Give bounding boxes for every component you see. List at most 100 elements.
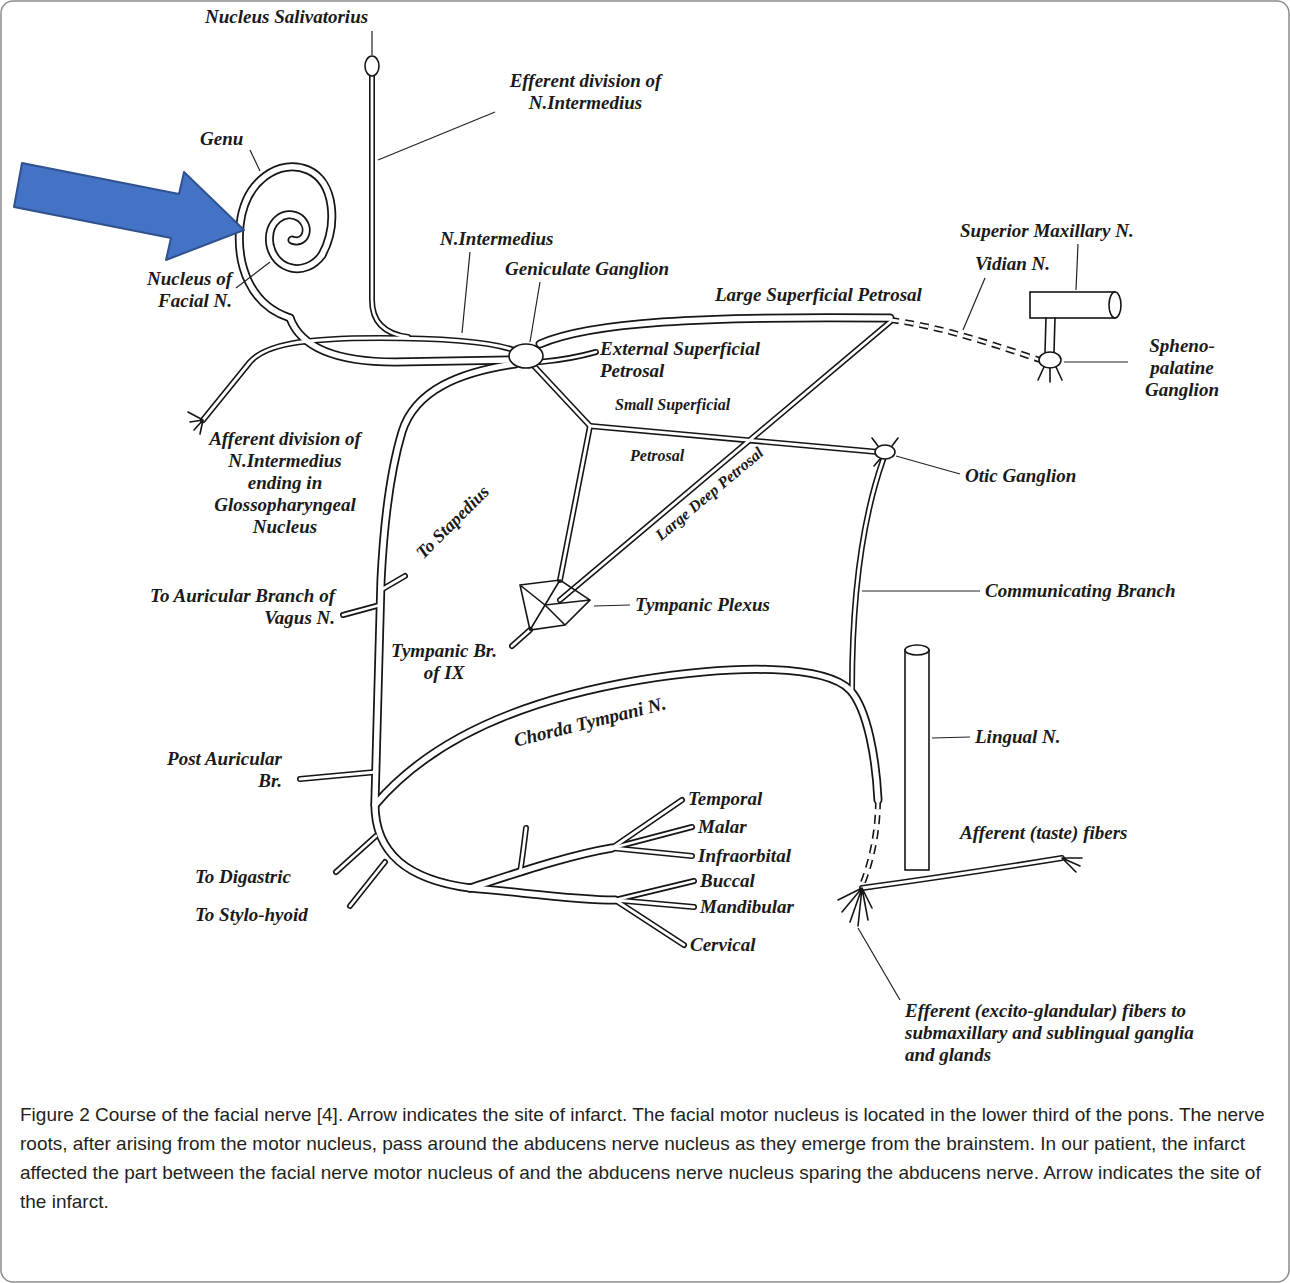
leader-line bbox=[371, 31, 372, 55]
chorda-inside bbox=[375, 669, 878, 805]
leader-line bbox=[1064, 361, 1128, 362]
nerve-inside bbox=[203, 338, 514, 420]
nerve-outline bbox=[615, 881, 694, 900]
nerve-label: Large Superficial Petrosal bbox=[715, 284, 922, 306]
nerve-label: To Stapedius bbox=[411, 481, 494, 564]
nerve-label: N.Intermedius bbox=[440, 228, 554, 250]
division-inside bbox=[470, 888, 615, 900]
nerve-outline bbox=[381, 576, 405, 590]
leader-line bbox=[530, 282, 540, 342]
ganglion-spoke bbox=[872, 438, 898, 466]
nerve-outline bbox=[520, 828, 526, 873]
nerve-outline bbox=[239, 167, 890, 900]
nerve-label: Tympanic Br. of IX bbox=[383, 640, 505, 684]
nerve-outline bbox=[512, 630, 530, 646]
nerve-inside bbox=[534, 366, 590, 426]
nerve-inside bbox=[350, 862, 385, 906]
nerve-label: Small Superficial bbox=[615, 394, 730, 416]
nerve-inside bbox=[540, 352, 596, 362]
nerve-outline bbox=[612, 848, 692, 856]
nerve-label: Petrosal bbox=[630, 445, 684, 467]
nerve-label: Malar bbox=[698, 816, 747, 838]
division-inside bbox=[470, 848, 612, 888]
nerve-label: Geniculate Ganglion bbox=[505, 258, 669, 280]
dashed-nerve-inside bbox=[862, 800, 878, 885]
dashed-nerve-outline bbox=[862, 800, 878, 885]
nerve-fibers bbox=[188, 412, 203, 434]
leader-line bbox=[378, 112, 495, 160]
nerve-outline bbox=[300, 772, 376, 779]
nerve-inside bbox=[239, 167, 890, 900]
nerve-label: Infraorbital bbox=[698, 845, 791, 867]
lingual-nerve-cylinder bbox=[905, 650, 929, 870]
nerve-inside bbox=[862, 858, 1062, 888]
nerve-label: Superior Maxillary N. bbox=[960, 220, 1134, 242]
nerve-label: Afferent division of N.Intermedius endin… bbox=[200, 428, 370, 538]
nerve-outline bbox=[534, 366, 590, 426]
chorda-outline bbox=[375, 669, 878, 805]
nerve-label: Nucleus Salivatorius bbox=[205, 6, 368, 28]
nerve-fibers bbox=[1062, 858, 1082, 872]
nerve-outline bbox=[203, 338, 514, 420]
lingual-nerve-end bbox=[905, 645, 929, 655]
otic-ganglion bbox=[875, 445, 895, 459]
leader-line bbox=[862, 590, 980, 591]
nerve-label: Tympanic Plexus bbox=[635, 594, 770, 616]
nerve-outline bbox=[372, 76, 408, 337]
nerve-outline bbox=[560, 426, 590, 580]
genu-outline bbox=[239, 167, 331, 318]
nerve-label: Efferent (excito-glandular) fibers to su… bbox=[905, 1000, 1195, 1066]
sphenopalatine-ganglion bbox=[1039, 352, 1061, 368]
nerve-inside bbox=[372, 76, 408, 337]
nerve-label: Genu bbox=[200, 128, 243, 150]
genu-inside bbox=[239, 167, 331, 318]
leader-line bbox=[963, 278, 985, 330]
nerve-fibers bbox=[838, 888, 872, 926]
nerve-label: Afferent (taste) fibers bbox=[960, 822, 1127, 844]
infarct-arrow bbox=[14, 163, 244, 260]
leader-line bbox=[1076, 244, 1078, 290]
nerve-inside bbox=[381, 576, 405, 590]
nerve-inside bbox=[343, 605, 380, 615]
nerve-inside bbox=[615, 900, 694, 907]
nerve-label: To Auricular Branch of Vagus N. bbox=[140, 585, 335, 629]
nucleus-outline bbox=[269, 215, 322, 269]
nerve-label: Cervical bbox=[690, 934, 755, 956]
nerve-label: External Superficial Petrosal bbox=[600, 338, 795, 382]
nerve-inside bbox=[615, 900, 684, 945]
nerve-label: Nucleus of Facial N. bbox=[118, 268, 232, 312]
nerve-inside bbox=[520, 828, 526, 873]
nerve-label: Spheno- palatine Ganglion bbox=[1132, 335, 1232, 401]
nucleus-inside bbox=[269, 215, 322, 269]
maxillary-nerve-end bbox=[1109, 292, 1121, 318]
nerve-outline bbox=[540, 352, 596, 362]
nerve-label: To Digastric bbox=[195, 866, 291, 888]
trunk-inside bbox=[375, 364, 515, 888]
nerve-label: Temporal bbox=[688, 788, 762, 810]
dashed-nerve-outline bbox=[862, 320, 1040, 885]
nerve-outline bbox=[862, 858, 1062, 888]
nerve-inside bbox=[612, 848, 692, 856]
leader-line bbox=[858, 928, 900, 1000]
division-outline bbox=[470, 848, 612, 888]
nerve-inside bbox=[560, 426, 590, 580]
nerve-outline bbox=[612, 827, 692, 848]
nerve-inside bbox=[336, 836, 376, 872]
nerve-outline bbox=[615, 900, 684, 945]
ganglia bbox=[365, 56, 1121, 870]
nerve-inside bbox=[612, 800, 682, 848]
nerve-label: To Stylo-hyoid bbox=[195, 904, 308, 926]
nerve-inside bbox=[612, 827, 692, 848]
figure-caption: Figure 2 Course of the facial nerve [4].… bbox=[20, 1100, 1270, 1216]
nerve-outline bbox=[350, 862, 385, 906]
leader-line bbox=[594, 605, 630, 606]
nerve-inside bbox=[300, 772, 376, 779]
maxillary-nerve-cylinder bbox=[1030, 292, 1115, 318]
nerve-label: Otic Ganglion bbox=[965, 465, 1076, 487]
dashed-nerve-inside bbox=[862, 320, 1040, 885]
tympanic-plexus-web bbox=[520, 580, 590, 630]
nerve-inside bbox=[560, 322, 890, 600]
